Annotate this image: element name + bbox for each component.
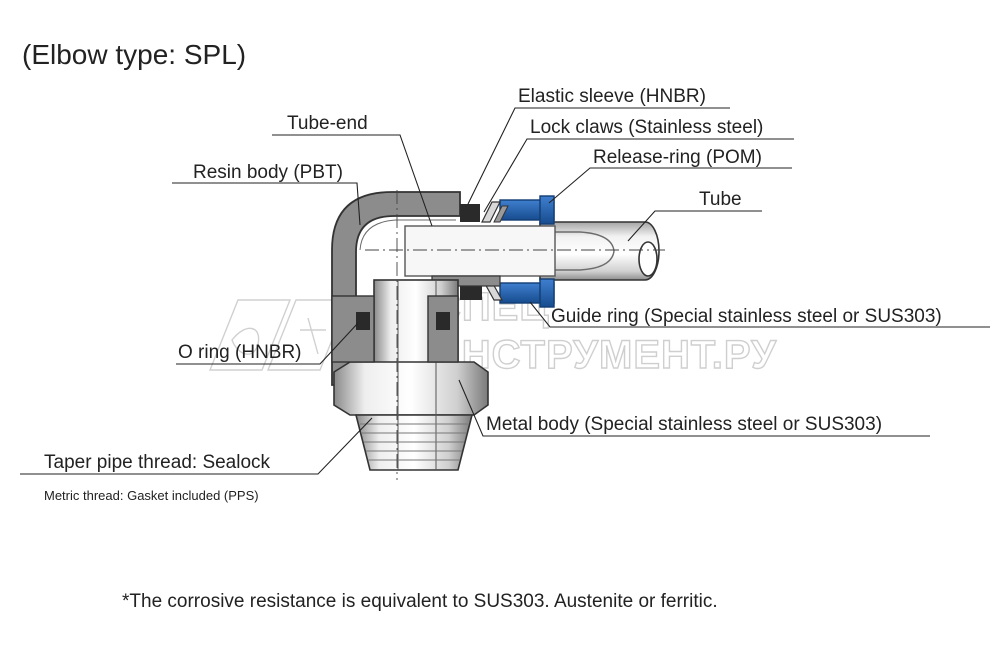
diagram-title: (Elbow type: SPL) xyxy=(22,39,246,70)
label-tube: Tube xyxy=(699,189,742,210)
label-taper-thread: Taper pipe thread: Sealock xyxy=(44,452,271,473)
footnote: *The corrosive resistance is equivalent … xyxy=(122,591,718,612)
leader-lines xyxy=(20,107,990,475)
watermark-logo-icon xyxy=(208,299,350,371)
lock-claw xyxy=(481,201,501,223)
tube xyxy=(440,221,660,281)
watermark-line2: ИНСТРУМЕНТ.РУ xyxy=(432,333,777,377)
tube-end xyxy=(404,225,556,277)
fitting-cross-section xyxy=(331,190,665,480)
label-metric-thread: Metric thread: Gasket included (PPS) xyxy=(44,488,259,503)
o-ring xyxy=(356,312,370,330)
label-resin-body: Resin body (PBT) xyxy=(193,162,343,183)
label-release-ring: Release-ring (POM) xyxy=(593,147,762,168)
label-elastic-sleeve: Elastic sleeve (HNBR) xyxy=(518,86,706,107)
label-metal-body: Metal body (Special stainless steel or S… xyxy=(486,414,882,435)
label-tube-end: Tube-end xyxy=(287,113,368,134)
release-ring xyxy=(499,195,555,308)
label-guide-ring: Guide ring (Special stainless steel or S… xyxy=(551,306,942,327)
elastic-sleeve xyxy=(460,204,480,222)
label-lock-claws: Lock claws (Stainless steel) xyxy=(530,117,763,138)
label-o-ring: O ring (HNBR) xyxy=(178,342,302,363)
